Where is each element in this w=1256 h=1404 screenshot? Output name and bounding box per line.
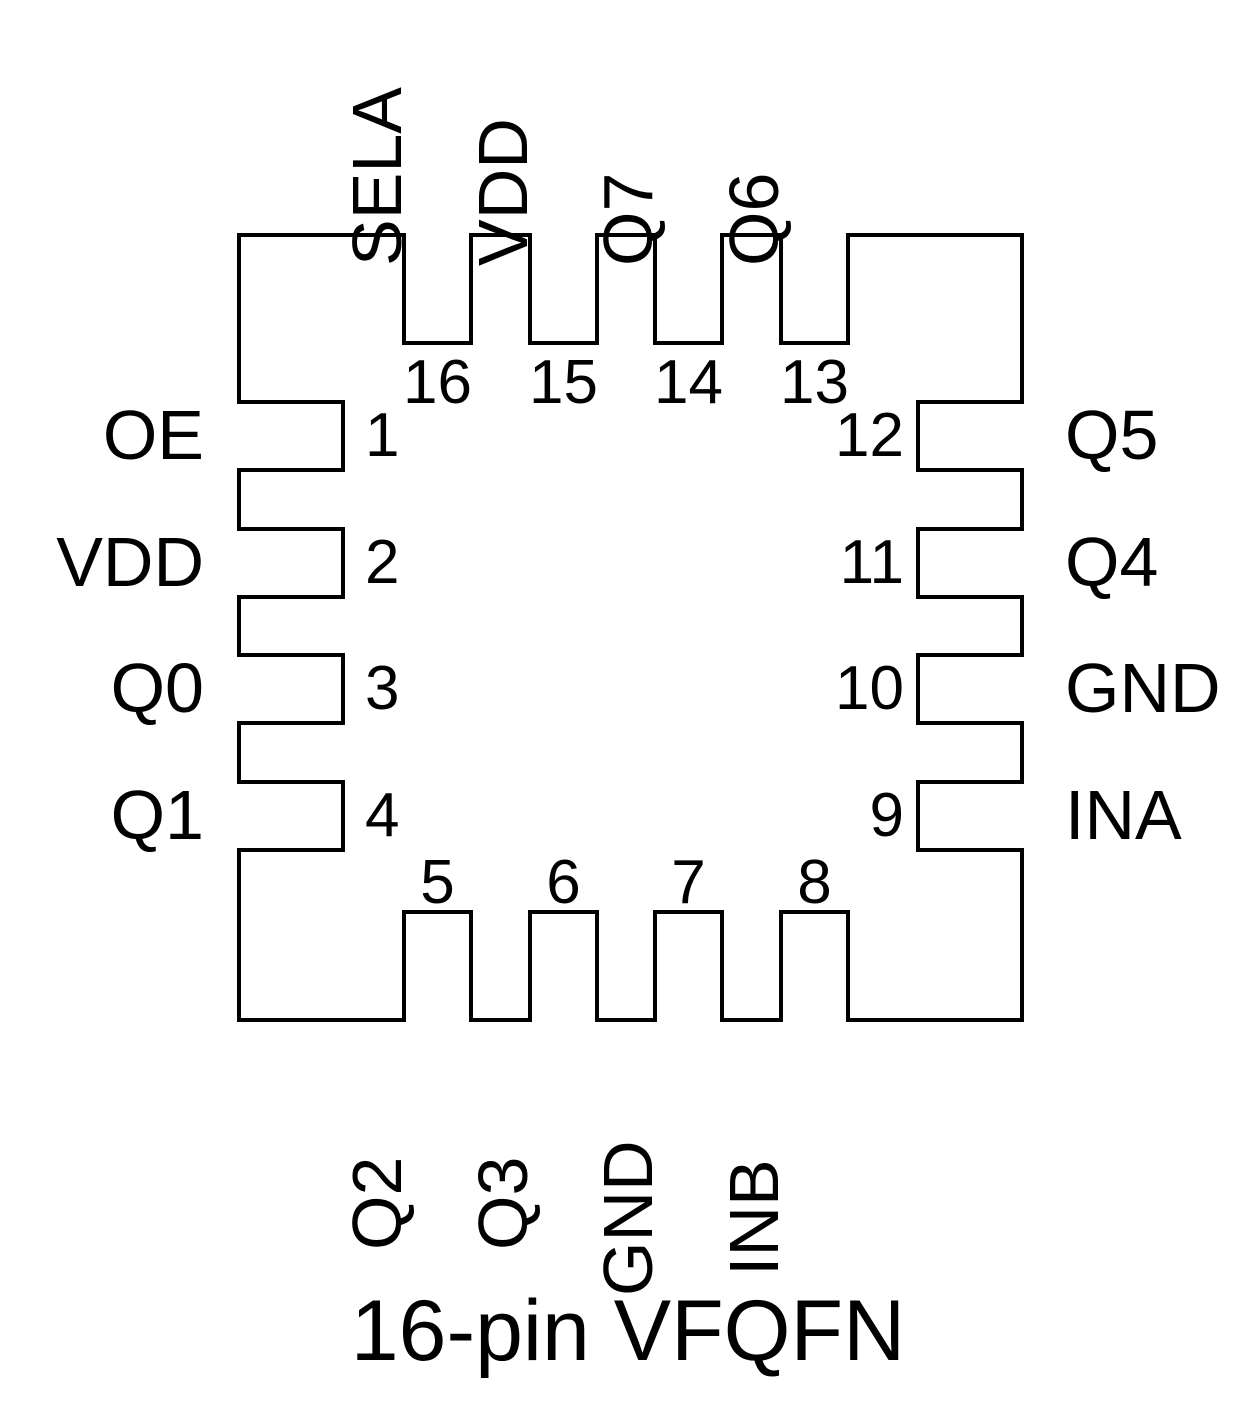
pin-label-q5: Q5	[1065, 396, 1159, 474]
pin-pad-15	[528, 233, 599, 345]
pin-label-q1: Q1	[110, 776, 204, 854]
pin-label-right-gnd: GND	[1065, 649, 1221, 727]
pin-number-15: 15	[529, 348, 598, 417]
pin-number-10: 10	[835, 654, 904, 723]
pin-number-8: 8	[797, 848, 832, 917]
pin-number-9: 9	[869, 781, 904, 850]
pin-label-q7: Q7	[589, 172, 667, 266]
pin-number-3: 3	[365, 654, 400, 723]
pin-label-top-vdd: VDD	[464, 118, 542, 266]
pin-label-sela: SELA	[338, 87, 416, 266]
pin-number-11: 11	[839, 528, 904, 597]
pin-label-q2: Q2	[338, 1156, 416, 1250]
pin-pad-8	[779, 910, 850, 1022]
pin-number-7: 7	[671, 848, 706, 917]
pin-number-5: 5	[420, 848, 455, 917]
pin-number-6: 6	[546, 848, 581, 917]
pin-pad-9	[916, 780, 1024, 852]
pin-number-13: 13	[780, 348, 849, 417]
pin-number-2: 2	[365, 528, 400, 597]
pin-number-16: 16	[403, 348, 472, 417]
pin-number-4: 4	[365, 781, 400, 850]
pin-label-ina: INA	[1065, 776, 1182, 854]
pin-pad-11	[916, 527, 1024, 599]
diagram-caption: 16-pin VFQFN	[350, 1283, 906, 1379]
pin-pad-7	[653, 910, 724, 1022]
pin-pad-6	[528, 910, 599, 1022]
pin-pad-16	[402, 233, 473, 345]
pin-label-q4: Q4	[1065, 523, 1159, 601]
pin-label-q0: Q0	[110, 649, 204, 727]
pin-pad-14	[653, 233, 724, 345]
pin-pad-5	[402, 910, 473, 1022]
pin-number-12: 12	[835, 401, 904, 470]
pin-label-bottom-gnd: GND	[589, 1140, 667, 1296]
pin-number-1: 1	[365, 401, 400, 470]
pin-label-left-vdd: VDD	[56, 523, 204, 601]
package-body-outline	[237, 233, 1024, 1022]
pin-label-q3: Q3	[464, 1156, 542, 1250]
pin-pad-4	[237, 780, 345, 852]
pin-pad-2	[237, 527, 345, 599]
pin-label-oe: OE	[102, 396, 204, 474]
pin-pad-1	[237, 400, 345, 472]
pin-pad-10	[916, 653, 1024, 725]
pin-label-q6: Q6	[715, 172, 793, 266]
pin-pad-12	[916, 400, 1024, 472]
pin-pad-3	[237, 653, 345, 725]
pin-pad-13	[779, 233, 850, 345]
pin-label-inb: INB	[715, 1159, 793, 1276]
pin-number-14: 14	[654, 348, 723, 417]
